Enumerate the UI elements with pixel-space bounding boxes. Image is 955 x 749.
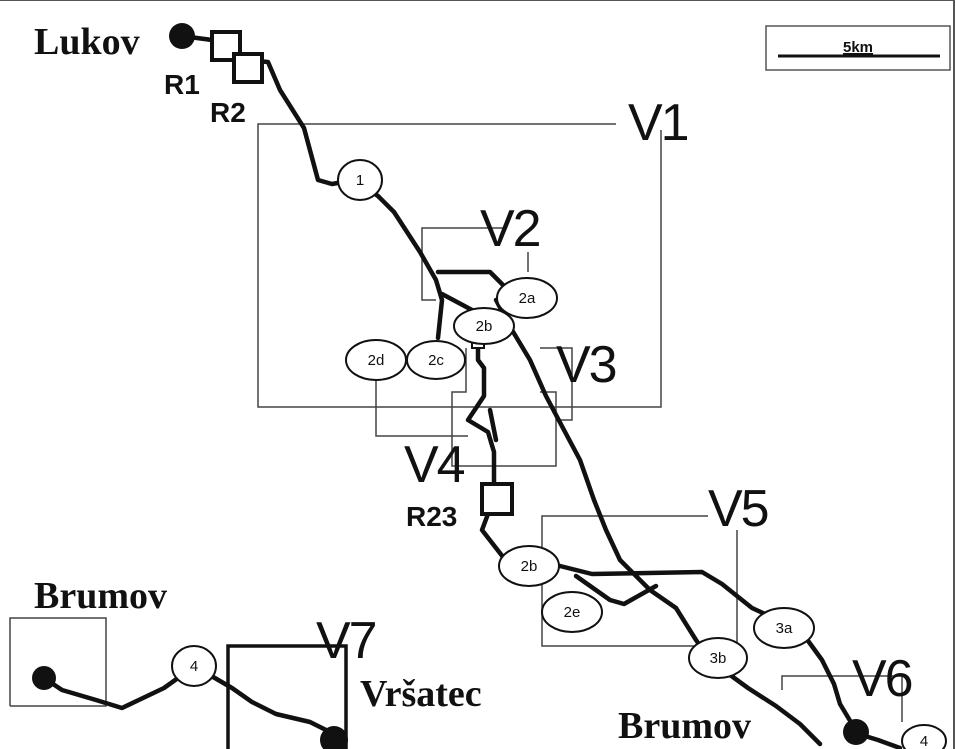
- node-3b-marker: [688, 637, 748, 679]
- node-2b-low-marker: [498, 545, 560, 587]
- node-2e-label: 2e: [564, 604, 581, 621]
- rest-r23-label: R23: [406, 501, 457, 532]
- node-2b-top-marker: [453, 307, 515, 345]
- node-2b-low-label: 2b: [521, 558, 538, 575]
- zone-v3-frame: [540, 347, 573, 421]
- brumov-west-endpoint: [32, 666, 56, 690]
- zone-v3-label: V3: [556, 336, 616, 394]
- zone-v5-frame: [541, 515, 738, 647]
- zone-v6-label: V6: [852, 650, 912, 708]
- route-central-spur: [487, 407, 499, 443]
- zone-v5-label: V5: [708, 480, 768, 538]
- route-west-b: [205, 671, 337, 737]
- place-brumov-west: Brumov: [34, 575, 167, 617]
- rest-point-r1: [210, 30, 242, 62]
- node-3b-label: 3b: [710, 650, 727, 667]
- node-4-west-label: 4: [190, 658, 198, 675]
- zone-v1-label: V1: [628, 94, 688, 152]
- route-3a-south: [803, 635, 855, 727]
- node-2d-label: 2d: [368, 352, 385, 369]
- zone-v7-label: V7: [316, 612, 376, 670]
- zone-v4-label: V4: [404, 436, 465, 494]
- zone-v4-frame: [451, 348, 557, 467]
- zone-v6-frame: [781, 675, 903, 722]
- place-lukov: Lukov: [34, 21, 140, 63]
- rest-point-r23: [480, 482, 514, 516]
- route-east-branch: [493, 297, 713, 663]
- node-1-label: 1: [356, 172, 364, 189]
- rest-point-r2: [232, 52, 264, 84]
- route-main-north: [179, 33, 445, 341]
- scale-bar-label: 5km: [843, 39, 873, 56]
- scale-bar: 5km: [765, 25, 951, 71]
- node-1-marker: [337, 159, 383, 201]
- vrsatec-endpoint: [320, 726, 348, 749]
- zone-brumov-west-frame: [9, 617, 107, 707]
- route-west-a: [41, 675, 181, 711]
- rest-r1-label: R1: [164, 69, 200, 100]
- place-vrsatec: Vršatec: [360, 673, 482, 715]
- route-3b-south: [723, 669, 823, 747]
- node-4-east-label: 4: [920, 733, 928, 749]
- brumov-east-endpoint: [843, 719, 869, 745]
- node-2a-label: 2a: [519, 290, 536, 307]
- zone-2d-frame: [375, 372, 468, 437]
- node-2a-marker: [496, 277, 558, 319]
- node-2d-marker: [345, 339, 407, 381]
- route-2b-link: [439, 291, 475, 313]
- node-2c-label: 2c: [428, 352, 444, 369]
- node-4-east-marker: [901, 724, 947, 749]
- zone-v2-label: V2: [480, 200, 540, 258]
- place-brumov-east: Brumov: [618, 705, 751, 747]
- zone-v7-frame: [226, 644, 348, 749]
- zone-v1-frame: [257, 123, 662, 408]
- node-3a-label: 3a: [776, 620, 793, 637]
- rest-r2-label: R2: [210, 97, 246, 128]
- node-4-west-marker: [171, 645, 217, 687]
- lukov-endpoint: [169, 23, 195, 49]
- node-3a-marker: [753, 607, 815, 649]
- route-3a-branch: [557, 563, 781, 623]
- node-2b-top-label: 2b: [476, 318, 493, 335]
- node-2e-marker: [541, 591, 603, 633]
- route-central: [465, 339, 497, 487]
- route-2e-loop: [573, 573, 659, 607]
- zone-v2-frame: [421, 227, 504, 301]
